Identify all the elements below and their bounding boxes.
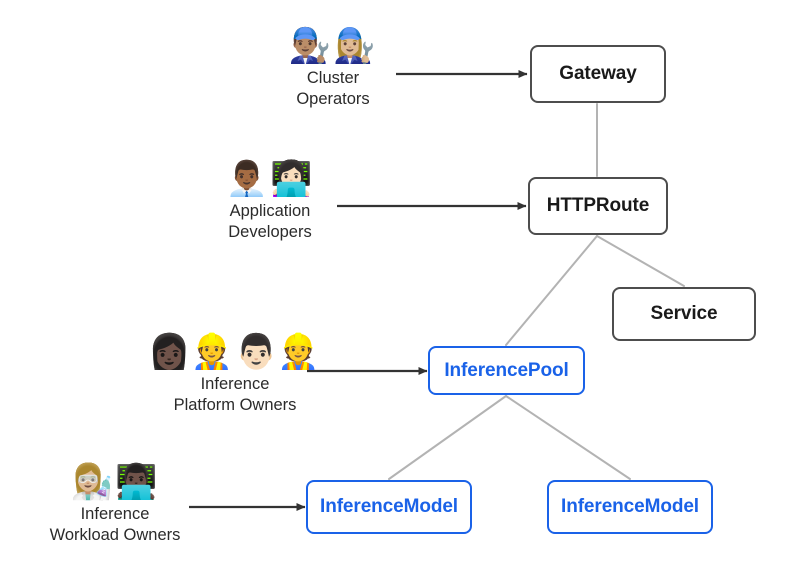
node-inferencemodel1[interactable]: InferenceModel bbox=[306, 480, 472, 534]
node-inferencepool[interactable]: InferencePool bbox=[428, 346, 585, 395]
node-gateway[interactable]: Gateway bbox=[530, 45, 666, 103]
actor-label-line2: Developers bbox=[228, 223, 312, 241]
man-mechanic-icon woman-mechanic-icon: 👨🏽‍🔧👩🏼‍🔧 bbox=[288, 26, 378, 66]
actor-label-line1: Application bbox=[229, 202, 311, 220]
actor-label-line1: Inference bbox=[80, 505, 150, 523]
actor-label-line1: Cluster bbox=[306, 69, 360, 87]
actor-label-line2: Operators bbox=[296, 90, 370, 108]
woman-scientist-icon man-technologist-icon: 👩🏼‍🔬👨🏿‍💻 bbox=[70, 462, 160, 502]
node-httproute[interactable]: HTTPRoute bbox=[528, 177, 668, 235]
node-label: InferencePool bbox=[444, 359, 569, 381]
edge-httproute-service bbox=[596, 235, 685, 287]
edge-inferencepool-inferencemodel1 bbox=[388, 395, 507, 480]
edge-httproute-inferencepool bbox=[505, 235, 598, 346]
actor-label-line1: Inference bbox=[200, 375, 270, 393]
actor-label-line2: Workload Owners bbox=[49, 526, 181, 544]
node-service[interactable]: Service bbox=[612, 287, 756, 341]
node-label: Service bbox=[650, 303, 718, 324]
node-label: Gateway bbox=[559, 63, 637, 84]
node-inferencemodel2[interactable]: InferenceModel bbox=[547, 480, 713, 534]
node-label: InferenceModel bbox=[320, 496, 458, 517]
node-label: InferenceModel bbox=[561, 496, 699, 517]
woman-construction-worker-icon man-construction-worker-icon: 👩🏿‍👷👨🏻‍👷 bbox=[148, 332, 322, 372]
man-office-worker-icon woman-technologist-icon: 👨🏾‍💼👩🏻‍💻 bbox=[225, 159, 315, 199]
actor-arrow-lines bbox=[189, 70, 528, 511]
node-label: HTTPRoute bbox=[546, 195, 650, 216]
actor-label-line2: Platform Owners bbox=[173, 396, 297, 414]
edge-inferencepool-inferencemodel2 bbox=[505, 395, 631, 480]
